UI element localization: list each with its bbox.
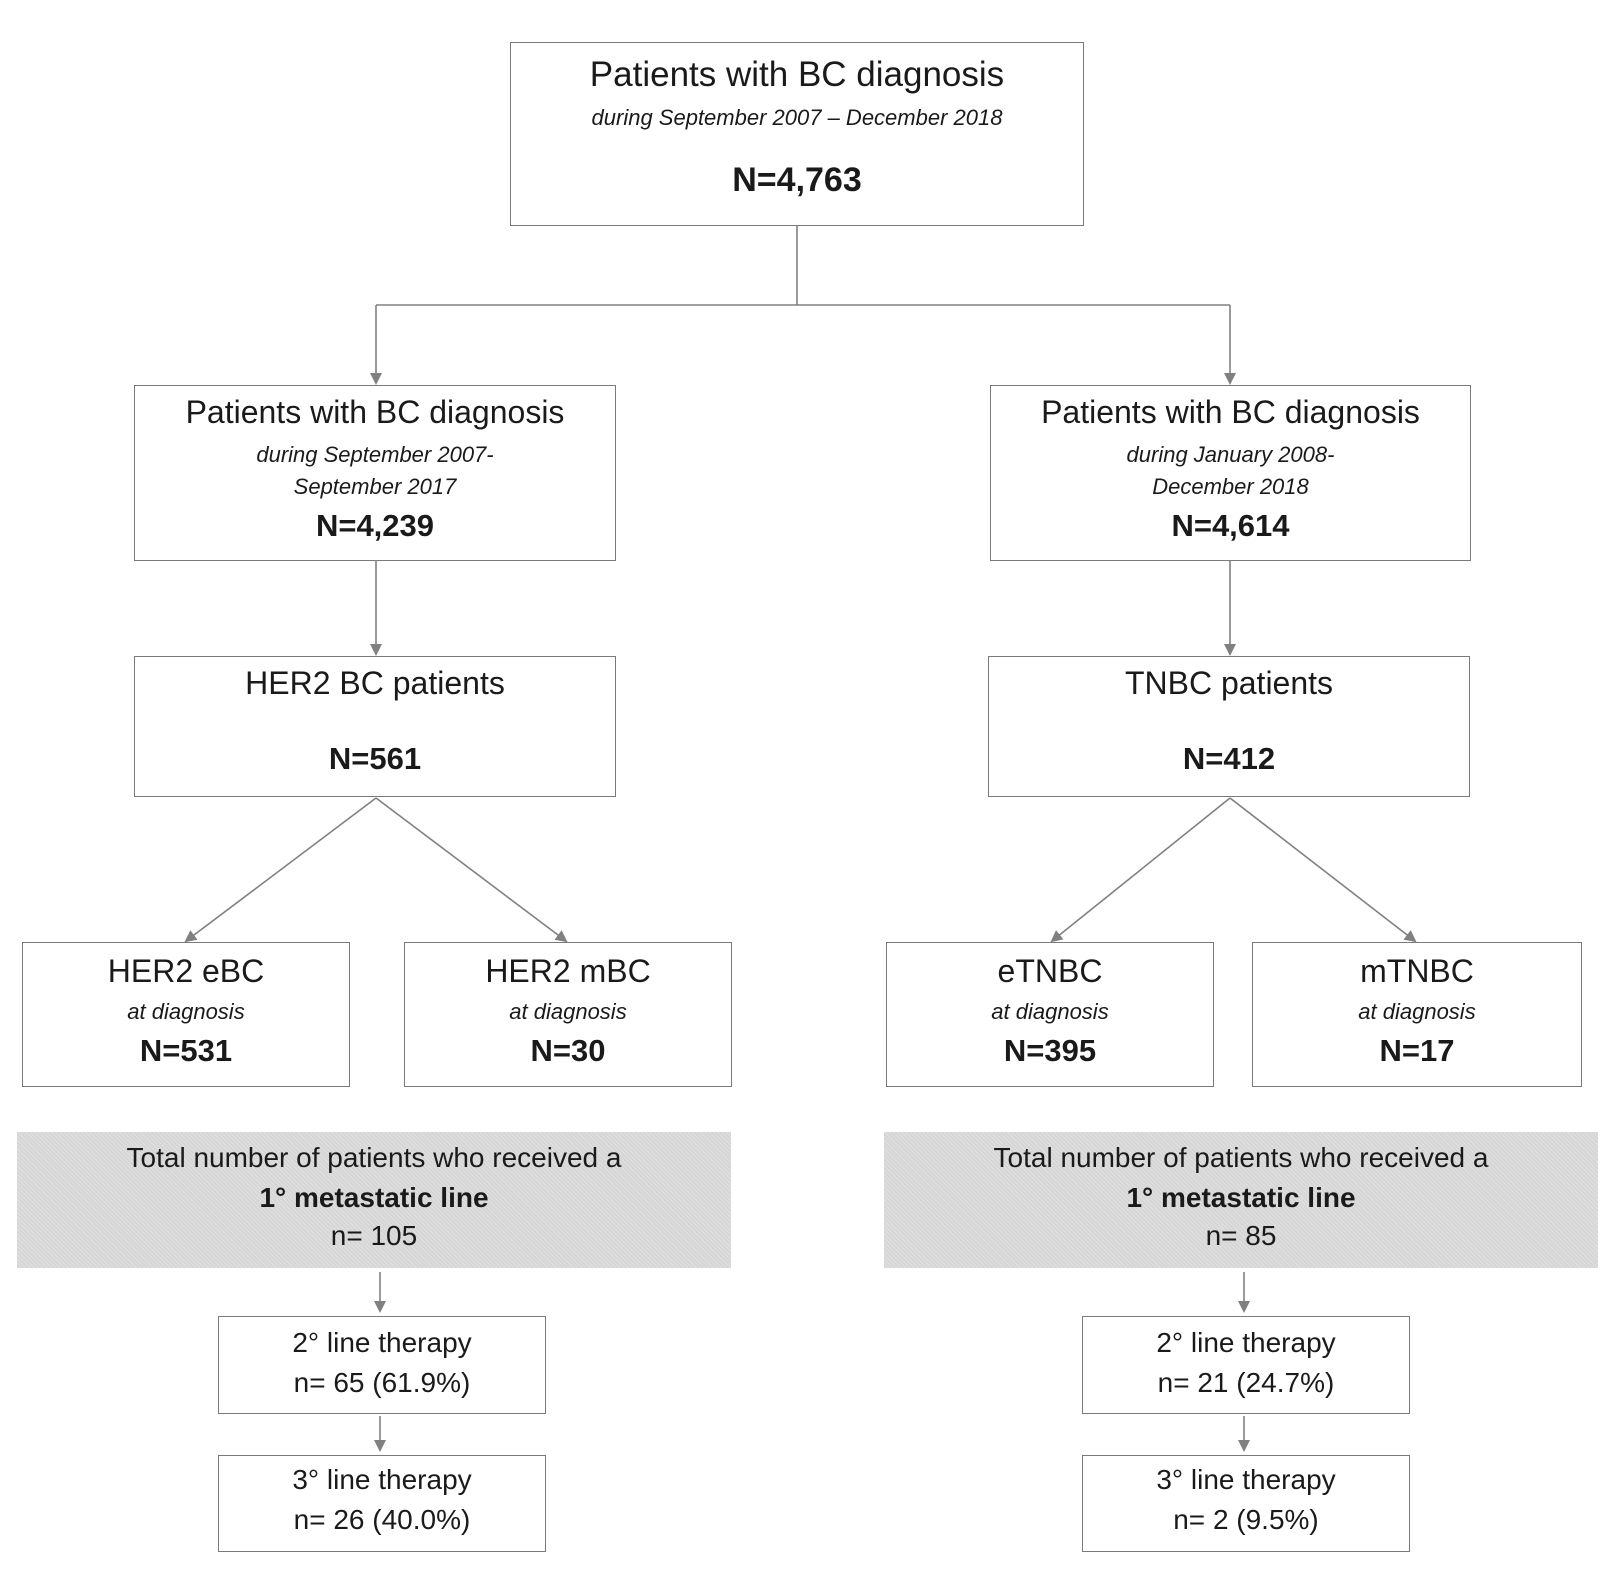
total-cohort-period: during September 2007 – December 2018 xyxy=(591,105,1003,130)
her2-patients-box: HER2 BC patients N=561 xyxy=(134,656,616,797)
her2-mbc-subtitle: at diagnosis xyxy=(509,999,627,1024)
her2-patients-title: HER2 BC patients xyxy=(245,665,505,701)
mtnbc-title: mTNBC xyxy=(1360,953,1474,989)
her2-mbc-count: N=30 xyxy=(530,1033,606,1068)
tnbc-second-line-count: n= 21 (24.7%) xyxy=(1157,1367,1335,1398)
tnbc-first-line-box: Total number of patients who received a … xyxy=(884,1132,1598,1268)
total-cohort-title: Patients with BC diagnosis xyxy=(589,55,1005,94)
tnbc-first-line-count: n= 85 xyxy=(1205,1220,1277,1251)
arrow-to-mtnbc xyxy=(1229,797,1417,943)
etnbc-subtitle: at diagnosis xyxy=(991,999,1109,1024)
her2-mbc-title: HER2 mBC xyxy=(485,953,651,989)
her2-first-line-box: Total number of patients who received a … xyxy=(17,1132,731,1268)
etnbc-box: eTNBC at diagnosis N=395 xyxy=(886,942,1214,1087)
her2-mbc-box: HER2 mBC at diagnosis N=30 xyxy=(404,942,732,1087)
tnbc-patients-count: N=412 xyxy=(1182,741,1276,776)
her2-ebc-title: HER2 eBC xyxy=(107,953,265,989)
her2-patients-count: N=561 xyxy=(328,741,422,776)
tnbc-first-line-label: 1° metastatic line xyxy=(1126,1182,1356,1213)
total-cohort-box: Patients with BC diagnosis during Septem… xyxy=(510,42,1084,226)
etnbc-title: eTNBC xyxy=(997,953,1103,989)
tnbc-patients-box: TNBC patients N=412 xyxy=(988,656,1470,797)
left-cohort-count: N=4,239 xyxy=(315,508,435,543)
her2-second-line-count: n= 65 (61.9%) xyxy=(293,1367,471,1398)
mtnbc-box: mTNBC at diagnosis N=17 xyxy=(1252,942,1582,1087)
tnbc-second-line-box: 2° line therapy n= 21 (24.7%) xyxy=(1082,1316,1410,1414)
left-cohort-title: Patients with BC diagnosis xyxy=(185,394,565,430)
mtnbc-subtitle: at diagnosis xyxy=(1358,999,1476,1024)
mtnbc-count: N=17 xyxy=(1379,1033,1455,1068)
right-cohort-period-line2: December 2018 xyxy=(1152,474,1309,499)
her2-third-line-title: 3° line therapy xyxy=(292,1464,472,1495)
right-cohort-count: N=4,614 xyxy=(1171,508,1290,543)
tnbc-patients-title: TNBC patients xyxy=(1124,665,1334,701)
her2-ebc-subtitle: at diagnosis xyxy=(127,999,245,1024)
tnbc-first-line-text: Total number of patients who received a xyxy=(993,1142,1489,1173)
arrow-to-her2-mbc xyxy=(375,797,568,943)
right-cohort-period-line1: during January 2008- xyxy=(1126,442,1335,467)
etnbc-count: N=395 xyxy=(1003,1033,1097,1068)
arrow-to-etnbc xyxy=(1050,797,1231,943)
left-cohort-box: Patients with BC diagnosis during Septem… xyxy=(134,385,616,561)
total-cohort-count: N=4,763 xyxy=(732,161,862,199)
her2-second-line-box: 2° line therapy n= 65 (61.9%) xyxy=(218,1316,546,1414)
arrow-to-her2-ebc xyxy=(184,797,377,943)
her2-ebc-count: N=531 xyxy=(139,1033,233,1068)
her2-third-line-count: n= 26 (40.0%) xyxy=(293,1504,471,1535)
left-cohort-period-line2: September 2017 xyxy=(293,474,457,499)
tnbc-third-line-box: 3° line therapy n= 2 (9.5%) xyxy=(1082,1455,1410,1552)
right-cohort-box: Patients with BC diagnosis during Januar… xyxy=(990,385,1471,561)
her2-third-line-box: 3° line therapy n= 26 (40.0%) xyxy=(218,1455,546,1552)
her2-first-line-label: 1° metastatic line xyxy=(259,1182,489,1213)
tnbc-third-line-title: 3° line therapy xyxy=(1156,1464,1336,1495)
her2-ebc-box: HER2 eBC at diagnosis N=531 xyxy=(22,942,350,1087)
tnbc-second-line-title: 2° line therapy xyxy=(1156,1327,1336,1358)
her2-second-line-title: 2° line therapy xyxy=(292,1327,472,1358)
her2-first-line-count: n= 105 xyxy=(330,1220,418,1251)
left-cohort-period-line1: during September 2007- xyxy=(256,442,494,467)
right-cohort-title: Patients with BC diagnosis xyxy=(1041,394,1420,430)
her2-first-line-text: Total number of patients who received a xyxy=(126,1142,622,1173)
tnbc-third-line-count: n= 2 (9.5%) xyxy=(1173,1504,1319,1535)
